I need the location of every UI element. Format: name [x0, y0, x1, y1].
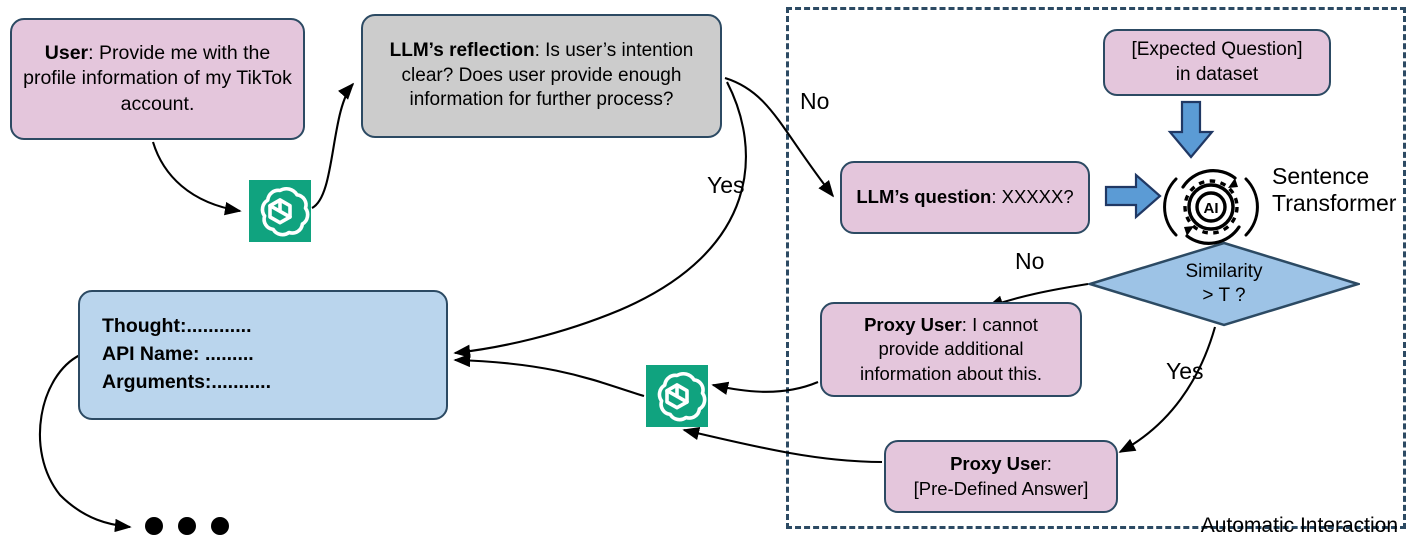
agent-output-box: Thought:............ API Name: .........…	[78, 290, 448, 420]
proxy-cannot-speaker: Proxy User	[864, 314, 962, 336]
expected-question-line1: [Expected Question]	[1131, 38, 1303, 60]
openai-logo-icon	[249, 180, 311, 242]
llm-question-separator: :	[991, 186, 997, 208]
proxy-predef-speaker: Proxy Use	[950, 453, 1041, 475]
automatic-interaction-region	[786, 7, 1406, 529]
edge-label-yes-reflection: Yes	[707, 172, 745, 198]
user-message-box: User: Provide me with the profile inform…	[10, 18, 305, 140]
llm-question-box: LLM’s question: XXXXX?	[840, 161, 1090, 234]
proxy-cannot-separator: :	[961, 314, 967, 336]
ai-gear-icon: AI	[1163, 169, 1259, 245]
automatic-interaction-label: Automatic Interaction	[1200, 514, 1398, 537]
expected-question-box: [Expected Question] in dataset	[1103, 29, 1331, 96]
llm-reflection-box: LLM’s reflection: Is user’s intention cl…	[361, 14, 722, 138]
arguments-value: ...........	[211, 370, 272, 393]
llm-question-text: XXXXX?	[996, 186, 1074, 208]
ai-gear-text: AI	[1204, 200, 1219, 217]
expected-question-line2: in dataset	[1175, 63, 1259, 85]
thought-value: ............	[186, 315, 252, 338]
edge-label-no-similarity: No	[1015, 248, 1045, 274]
user-message-separator: :	[88, 41, 94, 64]
llm-reflection-speaker: LLM’s reflection	[389, 39, 535, 61]
proxy-user-cannot-box: Proxy User: I cannot provide additional …	[820, 302, 1082, 397]
proxy-user-predefined-box: Proxy User: [Pre-Defined Answer]	[884, 440, 1118, 513]
proxy-predef-separator: r:	[1040, 453, 1052, 475]
openai-logo-icon	[646, 365, 708, 427]
llm-question-speaker: LLM’s question	[856, 186, 992, 208]
edge-label-no-reflection: No	[800, 88, 830, 114]
api-name-value: .........	[199, 343, 254, 366]
user-message-speaker: User	[44, 41, 89, 64]
right-block-arrow-icon	[1104, 172, 1162, 220]
arguments-label: Arguments:	[102, 370, 212, 393]
ellipsis-dots-icon	[145, 517, 229, 535]
down-block-arrow-icon	[1167, 100, 1215, 159]
edge-label-yes-similarity: Yes	[1166, 358, 1204, 384]
proxy-predef-text: [Pre-Defined Answer]	[913, 477, 1089, 499]
thought-label: Thought:	[102, 315, 187, 338]
llm-reflection-separator: :	[534, 39, 540, 61]
api-name-label: API Name:	[102, 343, 200, 366]
proxy-cannot-text: I cannot provide additional information …	[859, 314, 1043, 384]
llm-reflection-text: Is user’s intention clear? Does user pro…	[401, 39, 694, 111]
sentence-transformer-label: Sentence Transformer	[1272, 163, 1397, 217]
user-message-text: Provide me with the profile information …	[23, 41, 292, 115]
